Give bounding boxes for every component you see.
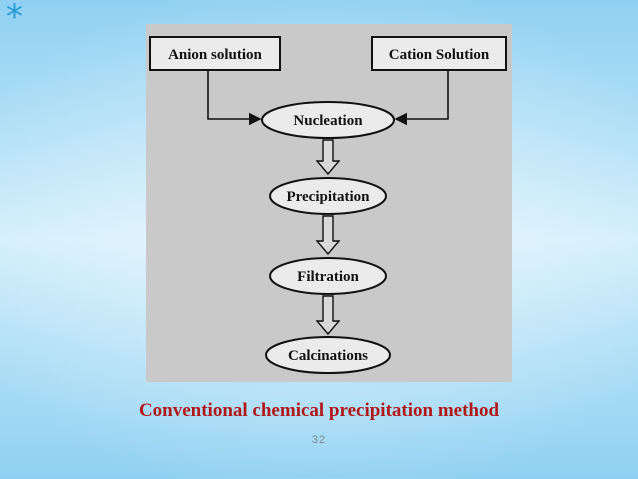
cation-solution-box: Cation Solution <box>371 36 507 71</box>
flow-arrow-3 <box>315 295 341 336</box>
cation-to-nucleation-arrow <box>394 70 449 126</box>
anion-solution-label: Anion solution <box>168 47 262 63</box>
nucleation-node: Nucleation <box>261 101 395 139</box>
calcinations-label: Calcinations <box>288 348 368 364</box>
flowchart-figure: Anion solution Cation Solution Nucleatio… <box>146 24 512 382</box>
filtration-label: Filtration <box>297 269 359 285</box>
precipitation-label: Precipitation <box>286 189 370 205</box>
cation-solution-label: Cation Solution <box>389 47 490 63</box>
asterisk-bullet-icon: * <box>6 0 23 37</box>
anion-solution-box: Anion solution <box>149 36 281 71</box>
precipitation-node: Precipitation <box>269 177 387 215</box>
filtration-node: Filtration <box>269 257 387 295</box>
anion-to-nucleation-arrow <box>207 70 262 126</box>
calcinations-node: Calcinations <box>265 336 391 374</box>
figure-caption: Conventional chemical precipitation meth… <box>138 400 500 421</box>
flow-arrow-2 <box>315 215 341 256</box>
flow-arrow-1 <box>315 139 341 176</box>
slide-page-number: 32 <box>311 434 327 446</box>
flowchart-svg: Anion solution Cation Solution Nucleatio… <box>149 36 507 374</box>
nucleation-label: Nucleation <box>293 113 363 129</box>
